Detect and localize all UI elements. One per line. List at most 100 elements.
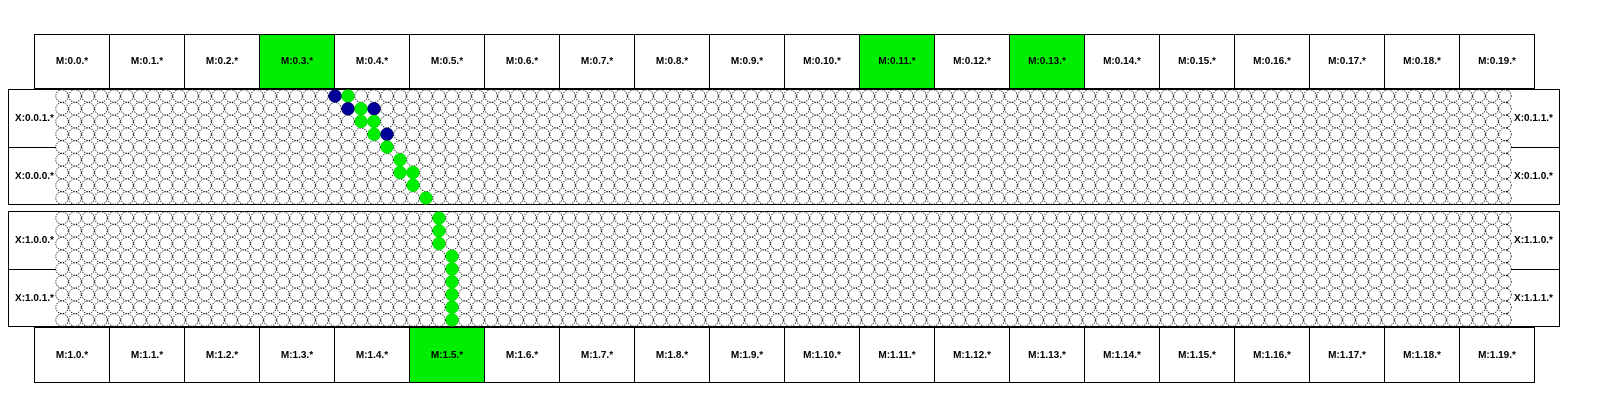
grid-node — [81, 165, 95, 180]
grid-node — [1121, 114, 1135, 129]
grid-node — [1147, 191, 1161, 205]
bottom-module-cell[interactable]: M:1.17.* — [1309, 327, 1385, 383]
bottom-module-cell[interactable]: M:1.15.* — [1159, 327, 1235, 383]
grid-node — [211, 114, 225, 129]
bottom-module-cell[interactable]: M:1.3.* — [259, 327, 335, 383]
grid-node — [926, 114, 940, 129]
grid-node — [861, 287, 875, 302]
bottom-module-cell[interactable]: M:1.13.* — [1009, 327, 1085, 383]
path-node-active[interactable] — [354, 102, 368, 116]
path-node-alt[interactable] — [328, 89, 342, 103]
grid-node — [393, 114, 407, 129]
grid-node — [1017, 153, 1031, 167]
top-module-cell[interactable]: M:0.9.* — [709, 34, 785, 89]
grid-node — [432, 102, 446, 116]
top-module-cell[interactable]: M:0.2.* — [184, 34, 260, 89]
bottom-module-cell[interactable]: M:1.1.* — [109, 327, 185, 383]
bottom-module-cell[interactable]: M:1.9.* — [709, 327, 785, 383]
path-node-active[interactable] — [341, 89, 355, 103]
bottom-module-cell[interactable]: M:1.0.* — [34, 327, 110, 383]
top-module-cell[interactable]: M:0.1.* — [109, 34, 185, 89]
top-module-cell[interactable]: M:0.0.* — [34, 34, 110, 89]
grid-node — [783, 224, 797, 238]
bottom-module-cell[interactable]: M:1.7.* — [559, 327, 635, 383]
grid-node — [549, 127, 563, 141]
path-node-active[interactable] — [354, 114, 368, 129]
grid-node — [1433, 211, 1447, 225]
grid-node — [367, 191, 381, 205]
top-module-cell[interactable]: M:0.4.* — [334, 34, 410, 89]
top-module-cell[interactable]: M:0.5.* — [409, 34, 485, 89]
grid-node — [159, 287, 173, 302]
path-node-alt[interactable] — [380, 127, 394, 141]
path-node-active[interactable] — [432, 236, 446, 251]
top-module-cell[interactable]: M:0.16.* — [1234, 34, 1310, 89]
crossbar-port-right[interactable]: X:1.1.1.* — [1507, 269, 1560, 327]
grid-node — [718, 102, 732, 116]
bottom-module-cell[interactable]: M:1.16.* — [1234, 327, 1310, 383]
top-module-cell[interactable]: M:0.17.* — [1309, 34, 1385, 89]
grid-node — [458, 211, 472, 225]
grid-node — [861, 262, 875, 276]
bottom-module-cell[interactable]: M:1.14.* — [1084, 327, 1160, 383]
path-node-active[interactable] — [380, 140, 394, 154]
top-module-cell[interactable]: M:0.6.* — [484, 34, 560, 89]
top-module-cell[interactable]: M:0.12.* — [934, 34, 1010, 89]
path-node-alt[interactable] — [367, 102, 381, 116]
crossbar-port-left[interactable]: X:1.0.1.* — [8, 269, 61, 327]
grid-node — [1147, 89, 1161, 103]
path-node-active[interactable] — [445, 313, 459, 327]
crossbar-port-left[interactable]: X:0.0.1.* — [8, 89, 61, 148]
path-node-active[interactable] — [445, 249, 459, 263]
grid-node — [367, 249, 381, 263]
path-node-active[interactable] — [367, 127, 381, 141]
path-node-active[interactable] — [432, 224, 446, 238]
top-module-cell[interactable]: M:0.11.* — [859, 34, 935, 89]
bottom-module-cell[interactable]: M:1.4.* — [334, 327, 410, 383]
bottom-module-cell[interactable]: M:1.8.* — [634, 327, 710, 383]
bottom-module-cell[interactable]: M:1.10.* — [784, 327, 860, 383]
grid-node — [991, 127, 1005, 141]
path-node-active[interactable] — [445, 287, 459, 302]
bottom-module-cell[interactable]: M:1.18.* — [1384, 327, 1460, 383]
grid-node — [328, 262, 342, 276]
top-module-cell[interactable]: M:0.14.* — [1084, 34, 1160, 89]
grid-node — [731, 153, 745, 167]
path-node-active[interactable] — [432, 211, 446, 225]
path-node-active[interactable] — [445, 275, 459, 289]
path-node-active[interactable] — [406, 165, 420, 180]
bottom-module-cell[interactable]: M:1.6.* — [484, 327, 560, 383]
grid-node — [94, 211, 108, 225]
top-module-cell[interactable]: M:0.10.* — [784, 34, 860, 89]
path-node-active[interactable] — [367, 114, 381, 129]
grid-node — [731, 275, 745, 289]
top-module-cell[interactable]: M:0.7.* — [559, 34, 635, 89]
path-node-active[interactable] — [445, 300, 459, 314]
grid-node — [1459, 127, 1473, 141]
grid-node — [1407, 236, 1421, 251]
crossbar-port-left[interactable]: X:0.0.0.* — [8, 147, 61, 205]
path-node-active[interactable] — [393, 165, 407, 180]
path-node-alt[interactable] — [341, 102, 355, 116]
bottom-module-cell[interactable]: M:1.5.* — [409, 327, 485, 383]
crossbar-port-right[interactable]: X:0.1.0.* — [1507, 147, 1560, 205]
path-node-active[interactable] — [445, 262, 459, 276]
bottom-module-cell[interactable]: M:1.12.* — [934, 327, 1010, 383]
grid-node — [81, 114, 95, 129]
path-node-active[interactable] — [419, 191, 433, 205]
path-node-active[interactable] — [393, 153, 407, 167]
bottom-module-cell[interactable]: M:1.19.* — [1459, 327, 1535, 383]
crossbar-port-left[interactable]: X:1.0.0.* — [8, 211, 61, 270]
grid-node — [146, 127, 160, 141]
crossbar-port-right[interactable]: X:0.1.1.* — [1507, 89, 1560, 148]
top-module-cell[interactable]: M:0.15.* — [1159, 34, 1235, 89]
grid-node — [68, 178, 82, 192]
top-module-cell[interactable]: M:0.19.* — [1459, 34, 1535, 89]
grid-node — [367, 178, 381, 192]
bottom-module-cell[interactable]: M:1.11.* — [859, 327, 935, 383]
grid-node — [224, 140, 238, 154]
grid-node — [315, 236, 329, 251]
path-node-active[interactable] — [406, 178, 420, 192]
grid-node — [887, 275, 901, 289]
bottom-module-cell[interactable]: M:1.2.* — [184, 327, 260, 383]
